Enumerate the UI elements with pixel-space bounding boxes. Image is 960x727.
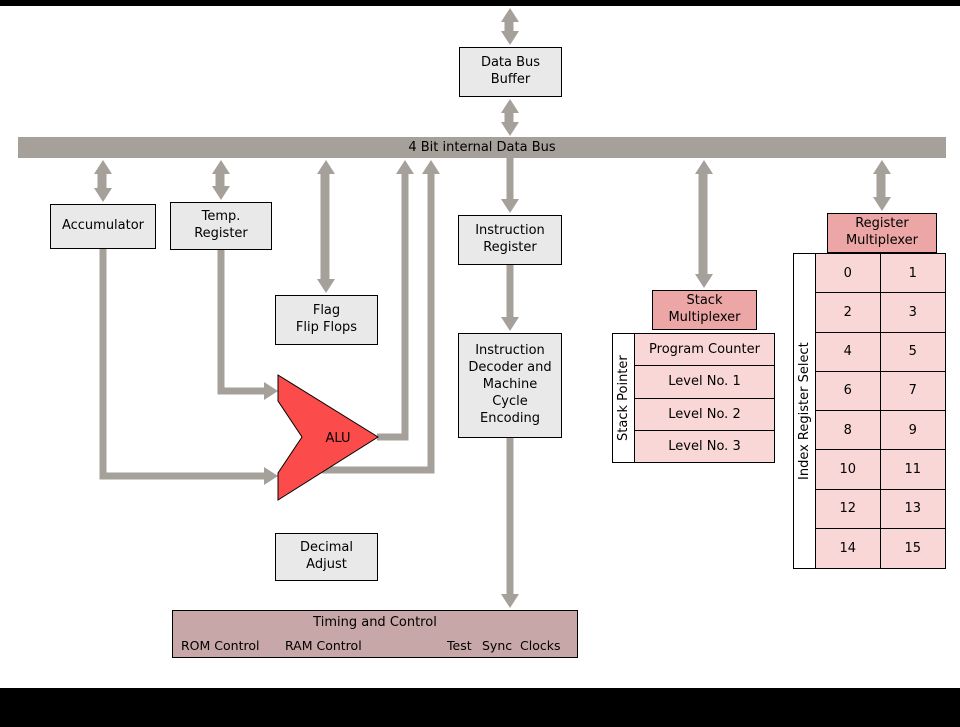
signal-clocks: Clocks: [520, 638, 561, 653]
arrow-bus-temp-register: [212, 160, 230, 200]
index-register-grid: 0 1 2 3 4 5 6 7 8 9 10 11 12 13 14 15: [815, 253, 946, 569]
register-cell: 1: [880, 254, 945, 294]
signal-rom-control: ROM Control: [181, 638, 260, 653]
arrow-bus-register-multiplexer: [873, 160, 891, 211]
timing-and-control-box: Timing and Control ROM Control RAM Contr…: [172, 610, 578, 658]
arrow-instruction-register-decoder: [501, 265, 519, 331]
stack-row-level-1: Level No. 1: [635, 366, 774, 399]
letterbox-top: [0, 0, 960, 6]
register-cell: 15: [904, 540, 922, 556]
alu-shape: [277, 374, 379, 501]
stack-register-rows: Program Counter Level No. 1 Level No. 2 …: [634, 333, 775, 463]
arrow-decoder-timing: [501, 438, 519, 608]
register-cell: 0: [816, 254, 881, 294]
instruction-decoder-box: Instruction Decoder and Machine Cycle En…: [458, 333, 562, 438]
stack-row-level-2: Level No. 2: [635, 398, 774, 431]
bus-label: 4 Bit internal Data Bus: [408, 140, 556, 155]
stack-multiplexer-box: Stack Multiplexer: [652, 290, 757, 330]
arrow-alu-bus: [377, 160, 414, 441]
letterbox-bottom: [0, 688, 960, 727]
register-multiplexer-box: Register Multiplexer: [827, 213, 937, 253]
index-register-select-label: Index Register Select: [793, 253, 816, 569]
register-cell: 8: [816, 411, 881, 451]
signal-ram-control: RAM Control: [285, 638, 362, 653]
register-cell: 11: [880, 450, 945, 490]
arrow-bus-instruction-register: [501, 158, 519, 213]
arrow-buffer-bus: [501, 99, 519, 136]
alu-label: ALU: [325, 431, 350, 446]
timing-title: Timing and Control: [313, 615, 437, 630]
external-data-bus-arrow: [501, 8, 519, 45]
register-cell: 4: [816, 332, 881, 372]
stack-row-level-3: Level No. 3: [635, 430, 774, 462]
register-cell: 6: [816, 371, 881, 411]
arrow-accumulator-alu: [99, 249, 278, 485]
register-cell: 3: [880, 293, 945, 333]
arrow-bus-flag-flip-flops: [317, 160, 335, 293]
decimal-adjust-box: Decimal Adjust: [275, 533, 378, 581]
stack-pointer-label: Stack Pointer: [612, 333, 635, 463]
stack-row-program-counter: Program Counter: [635, 334, 774, 367]
register-cell: 5: [880, 333, 945, 372]
data-bus-buffer-box: Data Bus Buffer: [459, 47, 562, 97]
arrow-bus-accumulator: [94, 160, 112, 202]
register-cell: 10: [816, 450, 881, 490]
arrow-bus-stack-multiplexer: [695, 160, 713, 288]
arrow-alu-bus-2: [322, 160, 440, 474]
register-cell: 13: [880, 490, 945, 529]
register-cell: 14: [816, 528, 881, 568]
register-cell: 2: [816, 293, 881, 333]
flag-flip-flops-box: Flag Flip Flops: [275, 295, 378, 345]
signal-sync: Sync: [482, 638, 513, 653]
signal-test: Test: [447, 638, 472, 653]
arrow-temp-register-alu: [217, 250, 278, 400]
register-cell: 7: [880, 372, 945, 411]
internal-data-bus: 4 Bit internal Data Bus: [18, 137, 946, 158]
register-cell: 12: [816, 489, 881, 529]
register-cell: 9: [880, 411, 945, 451]
temp-register-box: Temp. Register: [170, 202, 272, 250]
accumulator-box: Accumulator: [50, 204, 156, 249]
instruction-register-box: Instruction Register: [458, 215, 562, 265]
